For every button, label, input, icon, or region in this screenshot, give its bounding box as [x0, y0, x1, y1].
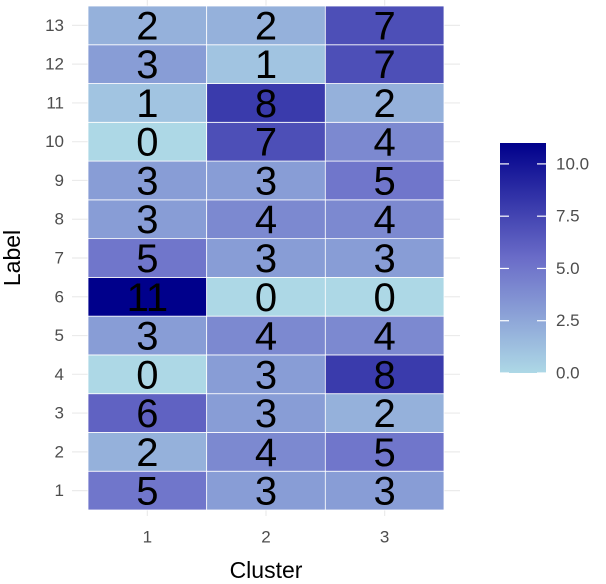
cell-value-label: 4 — [255, 431, 277, 475]
heatmap-cell — [324, 5, 445, 46]
x-tick-label: 3 — [380, 528, 389, 547]
heatmap-cell — [206, 276, 326, 317]
x-axis-ticks: 1 2 3 — [143, 528, 390, 547]
cell-value-label: 3 — [255, 392, 277, 436]
legend-tick-label: 2.5 — [556, 311, 580, 330]
heatmap-cell — [324, 238, 445, 278]
cell-value-label: 4 — [374, 315, 396, 359]
heatmap-cell — [206, 83, 326, 123]
cell-value-label: 5 — [136, 470, 158, 514]
cell-value-label: 1 — [136, 82, 158, 126]
heatmap-cells — [87, 5, 445, 511]
cell-value-label: 5 — [374, 159, 396, 203]
cell-value-label: 4 — [374, 121, 396, 165]
heatmap-cell — [324, 470, 445, 511]
heatmap-cell — [206, 44, 326, 84]
heatmap-cell — [324, 354, 445, 395]
heatmap-cell — [324, 393, 445, 433]
heatmap-cell — [206, 432, 326, 472]
y-tick-label: 10 — [45, 132, 64, 151]
cell-value-label: 2 — [255, 4, 277, 48]
cell-value-label: 4 — [255, 198, 277, 242]
x-axis-title: Cluster — [230, 557, 303, 583]
y-tick-label: 7 — [55, 249, 64, 268]
heatmap-cell — [206, 5, 326, 46]
cell-value-label: 5 — [136, 237, 158, 281]
cell-value-label: 8 — [374, 353, 396, 397]
y-tick-label: 3 — [55, 404, 64, 423]
cell-value-label: 11 — [127, 276, 169, 320]
cell-value-label: 3 — [374, 237, 396, 281]
heatmap-cell — [324, 121, 445, 162]
cell-value-label: 0 — [136, 353, 158, 397]
cell-value-label: 2 — [374, 392, 396, 436]
y-tick-label: 8 — [55, 210, 64, 229]
cell-value-label: 1 — [255, 43, 277, 87]
heatmap-cell — [87, 354, 208, 395]
heatmap-cell — [87, 315, 208, 356]
cell-value-label: 3 — [136, 198, 158, 242]
x-tick-label: 1 — [143, 528, 152, 547]
y-tick-label: 5 — [55, 326, 64, 345]
heatmap-cell — [324, 315, 445, 356]
cell-value-label: 0 — [255, 276, 277, 320]
cell-value-label: 0 — [374, 276, 396, 320]
heatmap-cell — [206, 470, 326, 511]
legend-tick-label: 5.0 — [556, 259, 580, 278]
cell-value-label: 3 — [255, 353, 277, 397]
heatmap-cell — [87, 276, 208, 317]
y-tick-label: 13 — [45, 16, 64, 35]
heatmap-cell — [206, 354, 326, 395]
cell-value-label: 7 — [374, 4, 396, 48]
cell-value-label: 2 — [136, 431, 158, 475]
cell-value-label: 3 — [255, 470, 277, 514]
cell-value-label: 0 — [136, 121, 158, 165]
cell-value-label: 5 — [374, 431, 396, 475]
y-axis-title: Label — [0, 230, 25, 286]
cell-value-label: 3 — [136, 159, 158, 203]
heatmap-cell — [206, 238, 326, 278]
cell-value-label: 2 — [136, 4, 158, 48]
heatmap-cell — [87, 238, 208, 278]
legend-tick-label: 0.0 — [556, 364, 580, 383]
cell-value-label: 3 — [136, 43, 158, 87]
cell-value-label: 3 — [374, 470, 396, 514]
cell-value-label: 3 — [255, 159, 277, 203]
heatmap-cell — [206, 315, 326, 356]
heatmap-cell — [87, 470, 208, 511]
heatmap-cell — [206, 199, 326, 240]
heatmap-cell — [206, 160, 326, 201]
y-tick-label: 12 — [45, 55, 64, 74]
heatmap-cell — [324, 44, 445, 84]
x-tick-label: 2 — [261, 528, 270, 547]
cell-value-label: 4 — [374, 198, 396, 242]
heatmap-cell — [87, 199, 208, 240]
color-legend: 0.0 2.5 5.0 7.5 10.0 — [500, 143, 589, 383]
cell-value-label: 3 — [136, 315, 158, 359]
heatmap-cell — [324, 432, 445, 472]
cell-value-label: 7 — [374, 43, 396, 87]
heatmap-cell — [87, 121, 208, 162]
cell-value-label: 6 — [136, 392, 158, 436]
y-tick-label: 11 — [46, 93, 64, 112]
legend-colorbar — [500, 143, 546, 373]
legend-tick-label: 10.0 — [556, 154, 589, 173]
y-tick-label: 2 — [55, 442, 64, 461]
heatmap-cell — [206, 393, 326, 433]
y-tick-label: 6 — [55, 287, 64, 306]
y-tick-label: 9 — [55, 171, 64, 190]
heatmap-cell — [87, 44, 208, 84]
cell-value-label: 2 — [374, 82, 396, 126]
cell-value-label: 4 — [255, 315, 277, 359]
y-tick-label: 1 — [55, 481, 64, 500]
y-tick-label: 4 — [55, 365, 64, 384]
legend-tick-label: 7.5 — [556, 207, 580, 226]
cell-value-label: 7 — [255, 121, 277, 165]
cell-value-label: 3 — [255, 237, 277, 281]
cell-value-label: 8 — [255, 82, 277, 126]
heatmap-cell — [87, 432, 208, 472]
